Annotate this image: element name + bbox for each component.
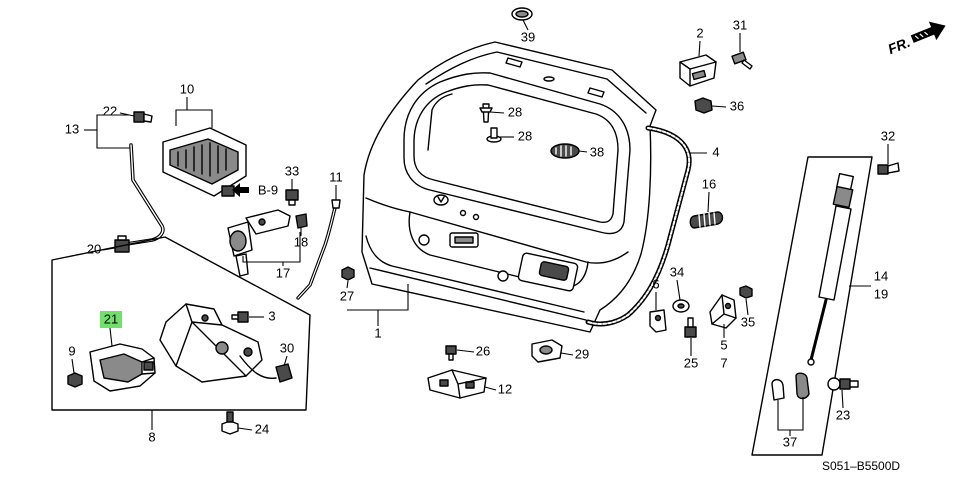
callout-28-lower: 28 <box>518 128 532 143</box>
callout-6: 6 <box>652 276 659 291</box>
lamp-29 <box>531 339 563 363</box>
callout-31: 31 <box>733 17 747 32</box>
callout-19: 19 <box>874 286 888 301</box>
leader-lines <box>71 19 889 436</box>
bolt-22 <box>133 111 153 123</box>
weatherstrip <box>585 125 692 327</box>
bracket-12 <box>427 369 487 399</box>
handle-10 <box>162 127 247 197</box>
latch-21 <box>89 343 156 392</box>
callout-11: 11 <box>329 169 343 184</box>
bolt-26 <box>445 345 457 361</box>
clip-18 <box>295 213 308 229</box>
washer-34 <box>672 299 690 313</box>
bolt-31 <box>731 51 753 70</box>
tailgate <box>361 41 657 333</box>
direction-label: FR. <box>885 34 912 57</box>
callout-8: 8 <box>148 429 155 444</box>
callout-5: 5 <box>720 337 727 352</box>
callout-13: 13 <box>65 121 79 136</box>
diagram-code: S051–B5500D <box>822 459 900 473</box>
callout-21: 21 <box>104 311 118 326</box>
callout-1: 1 <box>374 325 381 340</box>
bracket-6 <box>649 309 667 333</box>
ball-stud-23 <box>827 377 859 391</box>
bolt-32 <box>877 162 900 175</box>
callout-4: 4 <box>712 144 719 159</box>
clip-20 <box>114 235 130 253</box>
callout-30: 30 <box>280 340 294 355</box>
callout-16: 16 <box>702 176 716 191</box>
callout-20: 20 <box>87 241 101 256</box>
front-arrow-icon <box>910 21 946 43</box>
rod-13 <box>118 143 165 247</box>
callout-26: 26 <box>476 343 490 358</box>
callout-25: 25 <box>684 355 698 370</box>
callout-21-highlight <box>100 311 122 328</box>
nut-36 <box>694 97 713 114</box>
callout-36: 36 <box>730 98 744 113</box>
strut-frame <box>751 156 873 456</box>
callout-34: 34 <box>670 264 684 279</box>
lock-frame <box>51 236 311 411</box>
latch-assembly <box>159 303 277 383</box>
callout-29: 29 <box>575 346 589 361</box>
bolt-24 <box>221 411 239 435</box>
callout-37: 37 <box>783 434 797 449</box>
reference-label: B-9 <box>258 182 278 197</box>
cap-39 <box>511 7 533 21</box>
callout-35: 35 <box>741 314 755 329</box>
bolt-3 <box>231 311 249 323</box>
callout-18: 18 <box>294 234 308 249</box>
front-arrow-hatch <box>914 31 929 40</box>
callout-27: 27 <box>340 288 354 303</box>
clip-33 <box>285 189 299 206</box>
actuator-2 <box>679 54 717 87</box>
callout-12: 12 <box>498 381 512 396</box>
callout-2: 2 <box>696 25 703 40</box>
rod-11 <box>296 199 341 300</box>
reference-arrow-icon <box>232 183 249 197</box>
bolt-35 <box>739 285 753 299</box>
cap-38 <box>550 143 580 159</box>
gas-strut <box>807 172 855 366</box>
bolt-25 <box>684 317 697 338</box>
lock-cylinder-17 <box>227 209 291 277</box>
nut-27 <box>341 266 355 281</box>
callout-10: 10 <box>180 81 194 96</box>
callout-7: 7 <box>720 355 727 370</box>
clip-28-upper <box>479 103 493 123</box>
callout-33: 33 <box>285 163 299 178</box>
callout-32: 32 <box>881 128 895 143</box>
callout-14: 14 <box>874 268 888 283</box>
callout-23: 23 <box>836 407 850 422</box>
front-direction-indicator: FR. <box>885 21 946 57</box>
callout-24: 24 <box>255 421 269 436</box>
callout-17: 17 <box>276 265 290 280</box>
callout-38: 38 <box>590 144 604 159</box>
hinge-5-7 <box>709 294 737 329</box>
connector-30 <box>275 363 293 383</box>
clips-37 <box>771 372 810 401</box>
callout-39: 39 <box>521 29 535 44</box>
callout-28-upper: 28 <box>508 104 522 119</box>
callout-22: 22 <box>103 103 117 118</box>
bolt-9 <box>67 372 83 388</box>
callout-3: 3 <box>268 308 275 323</box>
clip-28-lower <box>486 127 502 143</box>
part-16 <box>689 211 724 229</box>
callout-9: 9 <box>68 343 75 358</box>
